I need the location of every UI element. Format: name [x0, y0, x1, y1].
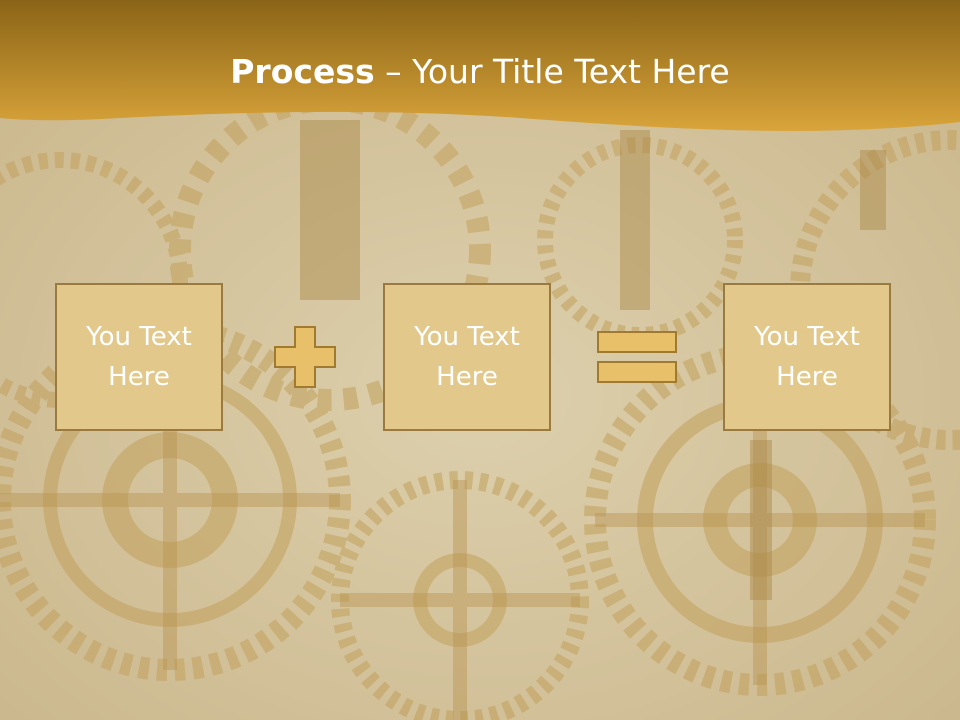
title-banner [0, 0, 960, 131]
process-box-1[interactable]: You Text Here [55, 283, 223, 431]
title-dash: – [374, 52, 413, 91]
equals-icon [597, 331, 677, 383]
process-box-3[interactable]: You Text Here [723, 283, 891, 431]
title-bold-part: Process [230, 52, 375, 91]
title-rest: Your Title Text Here [412, 52, 730, 91]
process-box-3-text: You Text Here [754, 322, 860, 392]
slide-title: Process – Your Title Text Here [0, 52, 960, 91]
process-box-2[interactable]: You Text Here [383, 283, 551, 431]
process-box-1-text: You Text Here [86, 322, 192, 392]
process-box-2-text: You Text Here [414, 322, 520, 392]
plus-icon [274, 326, 336, 388]
